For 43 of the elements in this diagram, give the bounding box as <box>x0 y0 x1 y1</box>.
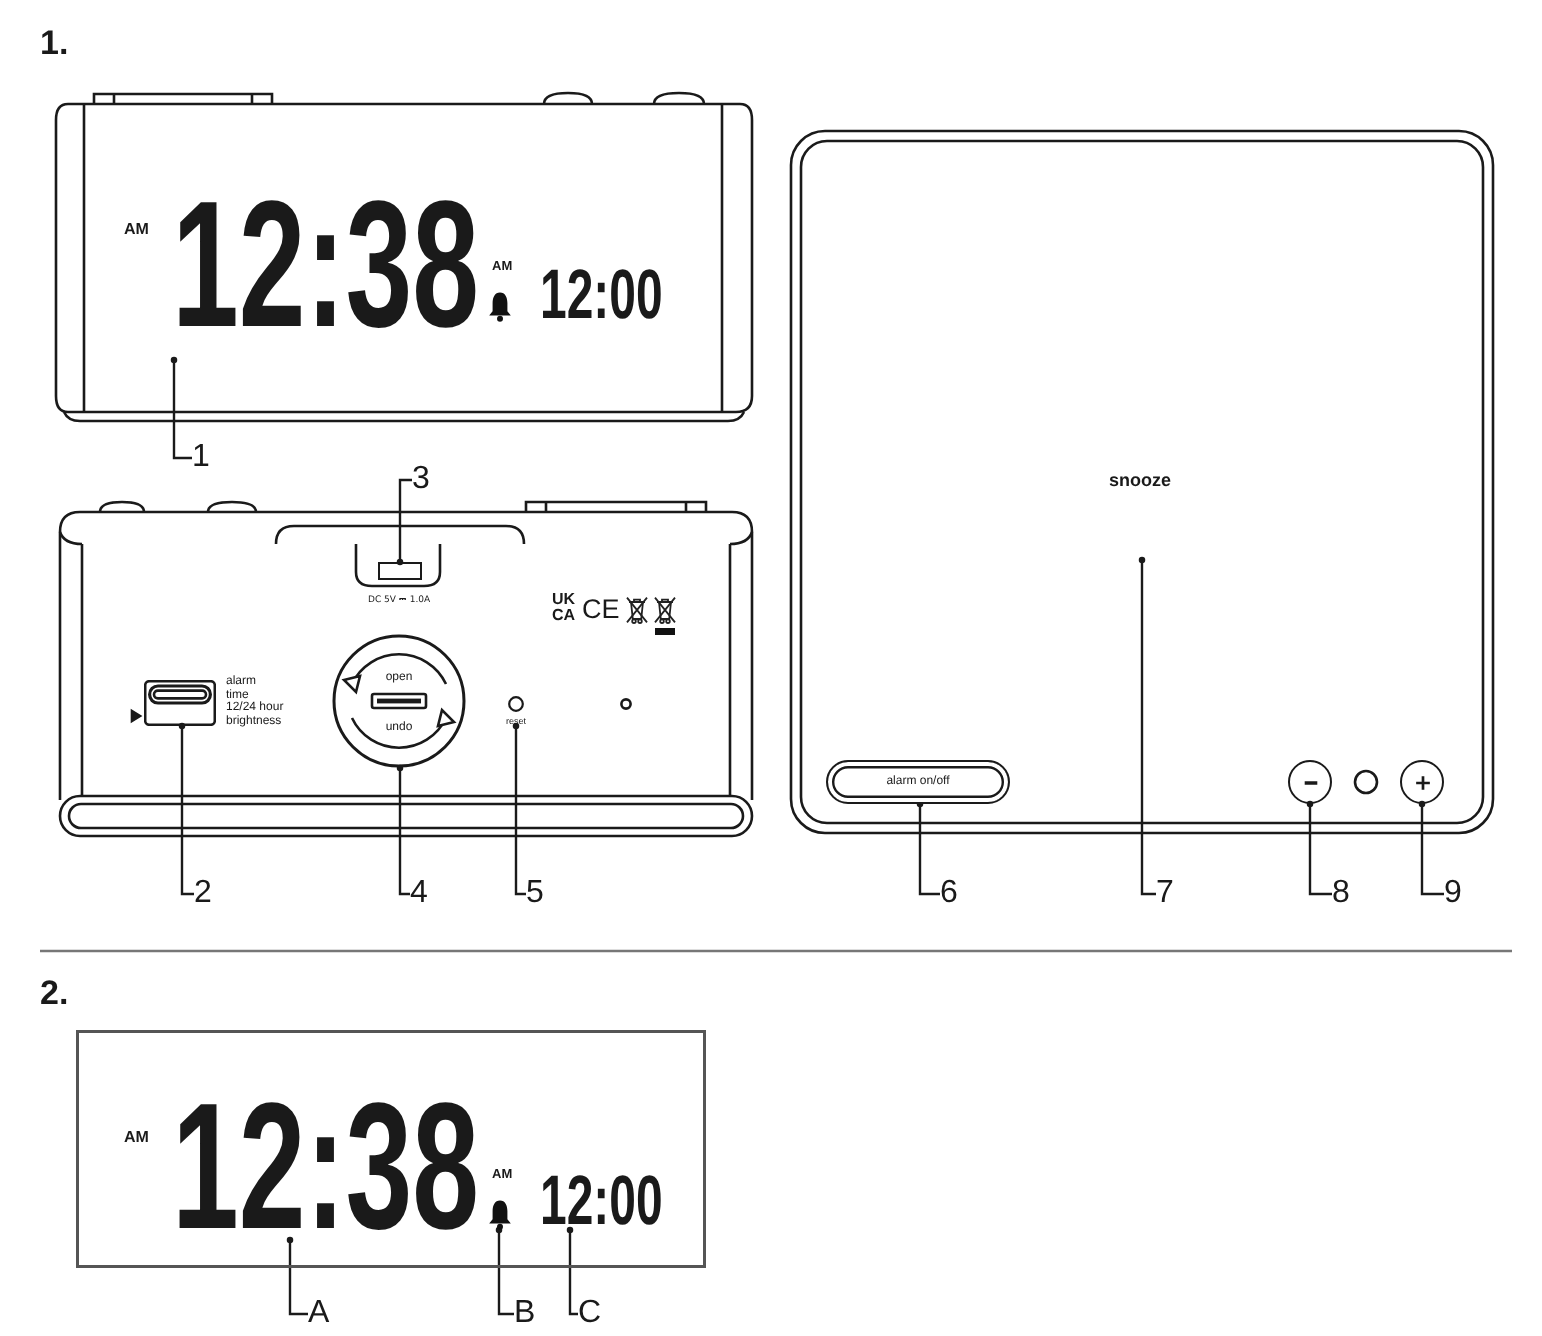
callout-number: 9 <box>1444 878 1462 910</box>
leader-line <box>916 800 940 896</box>
callout-number: 2 <box>194 878 212 910</box>
display-panel <box>74 1028 708 1270</box>
callout-number: 8 <box>1332 878 1350 910</box>
plus-button <box>1400 760 1444 804</box>
am-indicator: AM <box>124 1130 149 1146</box>
leader-line <box>495 1226 514 1316</box>
section-number: 2. <box>40 976 69 1010</box>
leader-line <box>1418 800 1444 896</box>
callout-number: 4 <box>410 878 428 910</box>
leader-line <box>512 722 526 896</box>
leader-line <box>396 478 412 566</box>
bell-icon <box>488 1198 512 1230</box>
clock-top-view <box>786 126 1498 838</box>
bell-icon <box>488 290 512 322</box>
leader-line <box>286 1236 308 1316</box>
time-digits: 12:38 <box>172 194 480 338</box>
callout-number: 3 <box>412 464 430 496</box>
leader-line <box>1138 556 1156 896</box>
leader-line <box>396 764 410 896</box>
callout-number: 1 <box>192 442 210 474</box>
callout-letter: C <box>578 1298 602 1330</box>
callout-number: 7 <box>1156 878 1174 910</box>
slide-switch <box>144 680 216 726</box>
minus-button <box>1288 760 1332 804</box>
callout-number: 5 <box>526 878 544 910</box>
leader-line <box>1306 800 1332 896</box>
leader-line <box>566 1226 578 1316</box>
leader-line <box>178 722 194 896</box>
conformity-mark: UK CA <box>552 592 576 623</box>
time-digits: 12:38 <box>172 1096 480 1240</box>
callout-number: 6 <box>940 878 958 910</box>
usb-port <box>378 562 422 580</box>
snooze-label: snooze <box>1109 472 1171 490</box>
section-number: 1. <box>40 26 69 60</box>
am-indicator: AM <box>124 222 149 238</box>
callout-letter: A <box>308 1298 330 1330</box>
battery-cover <box>332 634 466 768</box>
alarm-time-digits: 12:00 <box>540 1174 663 1230</box>
callout-letter: B <box>514 1298 536 1330</box>
alarm-time-digits: 12:00 <box>540 268 663 324</box>
conformity-mark: CE <box>582 596 620 623</box>
